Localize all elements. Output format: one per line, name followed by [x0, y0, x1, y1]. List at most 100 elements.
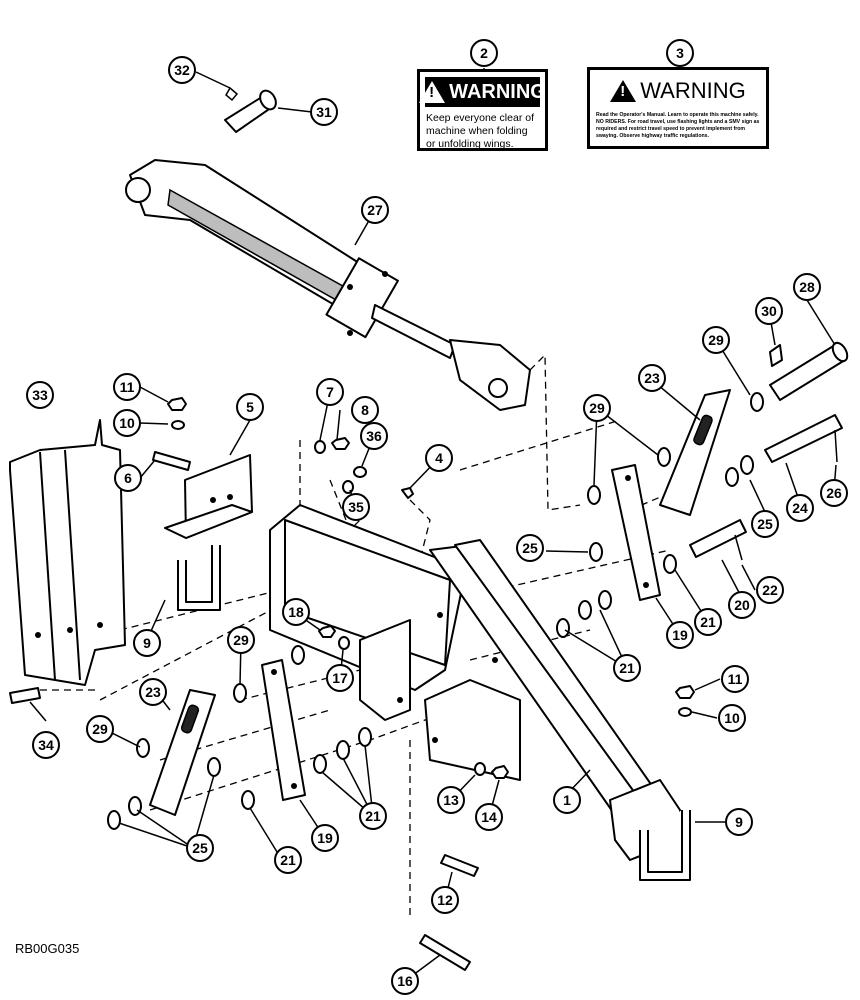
- callout-22: 22: [756, 576, 784, 604]
- callout-23: 23: [139, 678, 167, 706]
- warning-header: WARNING: [419, 77, 546, 107]
- bolts: [9, 451, 479, 971]
- svg-text:29: 29: [708, 332, 724, 348]
- svg-text:31: 31: [316, 104, 332, 120]
- callouts: 32 31 2 3 27 28 30 29 23 33 11 10 5 7 8 …: [26, 39, 848, 995]
- svg-text:5: 5: [246, 399, 254, 415]
- callout-8: 8: [351, 396, 379, 424]
- link-19-upper: [611, 464, 661, 601]
- svg-text:35: 35: [348, 499, 364, 515]
- callout-12: 12: [431, 886, 459, 914]
- callout-29: 29: [86, 715, 114, 743]
- svg-text:11: 11: [728, 671, 743, 687]
- callout-36: 36: [360, 422, 388, 450]
- callout-14: 14: [475, 803, 503, 831]
- callout-29: 29: [702, 326, 730, 354]
- svg-text:36: 36: [366, 428, 382, 444]
- callout-10: 10: [113, 409, 141, 437]
- callout-31: 31: [310, 98, 338, 126]
- svg-text:18: 18: [288, 604, 304, 620]
- warning-decal-2: WARNING Keep everyone clear of machine w…: [417, 69, 548, 151]
- callout-33: 33: [26, 381, 54, 409]
- svg-text:21: 21: [365, 808, 381, 824]
- warning-heading: WARNING: [449, 80, 546, 103]
- callout-4: 4: [425, 444, 453, 472]
- callout-10: 10: [718, 704, 746, 732]
- callout-18: 18: [282, 598, 310, 626]
- svg-text:26: 26: [826, 485, 842, 501]
- callout-2: 2: [470, 39, 498, 67]
- svg-text:3: 3: [676, 45, 684, 61]
- svg-text:21: 21: [280, 852, 296, 868]
- svg-text:27: 27: [367, 202, 383, 218]
- callout-21: 21: [359, 802, 387, 830]
- plate-5: [164, 454, 253, 539]
- svg-text:4: 4: [435, 450, 443, 466]
- callout-19: 19: [666, 621, 694, 649]
- callout-25: 25: [516, 534, 544, 562]
- callout-11: 11: [721, 665, 749, 693]
- pin-26: [834, 429, 838, 463]
- callout-26: 26: [820, 479, 848, 507]
- callout-13: 13: [437, 786, 465, 814]
- link-19-lower: [261, 659, 306, 801]
- channel-33: [9, 419, 126, 686]
- svg-text:25: 25: [757, 516, 773, 532]
- svg-text:25: 25: [522, 540, 538, 556]
- pin-20: [689, 519, 747, 558]
- callout-34: 34: [32, 731, 60, 759]
- clip-32: [225, 86, 239, 102]
- callout-3: 3: [666, 39, 694, 67]
- svg-text:12: 12: [437, 892, 453, 908]
- svg-text:29: 29: [233, 632, 249, 648]
- callout-9: 9: [133, 629, 161, 657]
- callout-6: 6: [114, 464, 142, 492]
- callout-9: 9: [725, 808, 753, 836]
- warning-text: Keep everyone clear of machine when fold…: [426, 112, 534, 150]
- svg-text:25: 25: [192, 840, 208, 856]
- u-bolt-9-left: [177, 545, 221, 611]
- warning-heading: WARNING: [640, 78, 746, 103]
- callout-21: 21: [694, 608, 722, 636]
- warning-decal-3: WARNING Read the Operator's Manual. Lear…: [587, 67, 769, 149]
- warning-triangle-icon: [610, 80, 637, 102]
- callout-30: 30: [755, 297, 783, 325]
- svg-text:7: 7: [326, 384, 334, 400]
- callout-11: 11: [113, 373, 141, 401]
- callout-17: 17: [326, 664, 354, 692]
- u-bolt-9-right: [639, 810, 691, 881]
- callout-21: 21: [274, 846, 302, 874]
- callout-20: 20: [728, 591, 756, 619]
- callout-21: 21: [613, 654, 641, 682]
- callout-5: 5: [236, 393, 264, 421]
- warning-triangle-icon: [419, 81, 446, 103]
- svg-text:9: 9: [143, 635, 151, 651]
- pin-24: [764, 414, 843, 463]
- callout-32: 32: [168, 56, 196, 84]
- pin-28: [769, 341, 849, 401]
- svg-text:10: 10: [119, 415, 135, 431]
- callout-25: 25: [186, 834, 214, 862]
- warning-header: WARNING: [595, 75, 761, 107]
- svg-text:29: 29: [589, 400, 605, 416]
- figure-id: RB00G035: [15, 941, 80, 956]
- callout-1: 1: [553, 786, 581, 814]
- callout-7: 7: [316, 378, 344, 406]
- callout-29: 29: [227, 626, 255, 654]
- svg-text:10: 10: [724, 710, 740, 726]
- callout-19: 19: [311, 824, 339, 852]
- svg-text:32: 32: [174, 62, 190, 78]
- svg-text:21: 21: [619, 660, 635, 676]
- svg-text:23: 23: [145, 684, 161, 700]
- callout-23: 23: [638, 364, 666, 392]
- link-23-upper: [659, 389, 731, 516]
- svg-text:1: 1: [563, 792, 571, 808]
- link-23-lower: [149, 689, 216, 816]
- svg-text:24: 24: [792, 500, 808, 516]
- svg-text:29: 29: [92, 721, 108, 737]
- warning-text: Read the Operator's Manual. Learn to ope…: [596, 112, 760, 139]
- svg-text:23: 23: [644, 370, 660, 386]
- svg-text:6: 6: [124, 470, 132, 486]
- nuts: [167, 397, 695, 779]
